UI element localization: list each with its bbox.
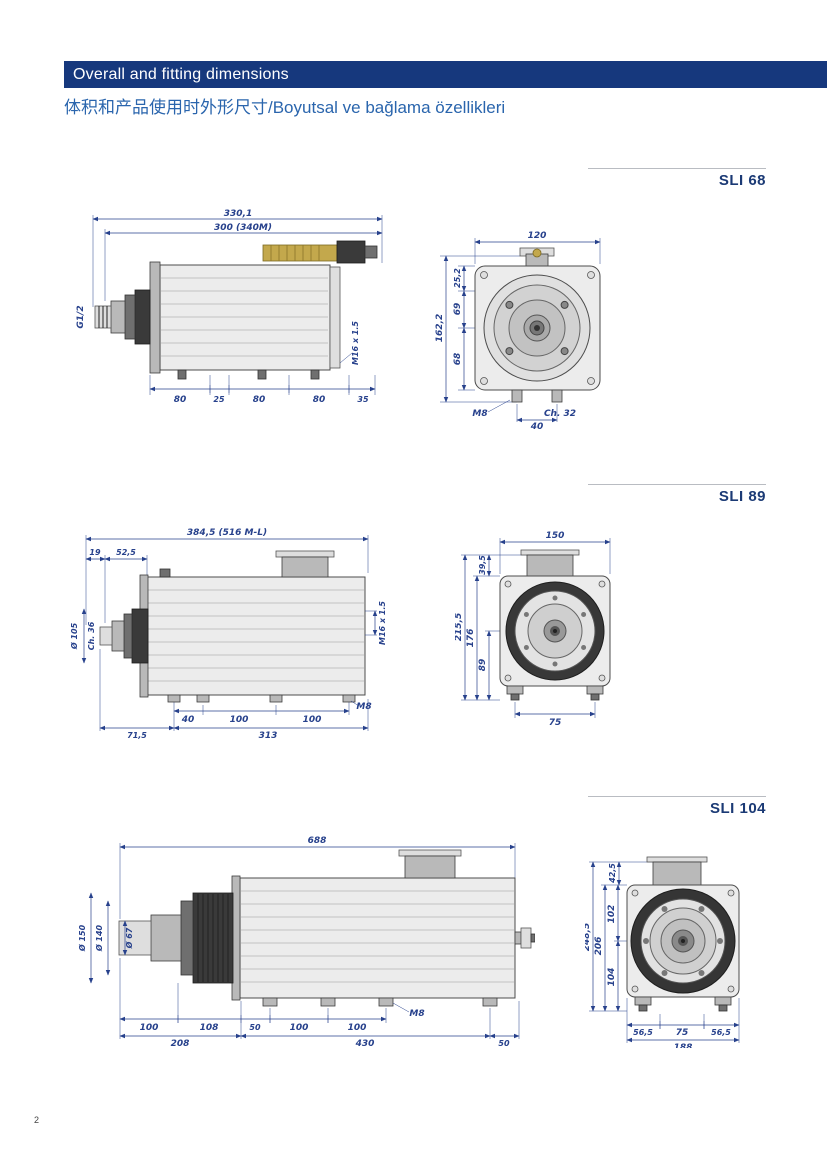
dim-height: 248,5 xyxy=(585,923,592,951)
dim-spindle-thread: G1/2 xyxy=(76,305,86,328)
spindle xyxy=(118,892,234,984)
model-name: SLI 104 xyxy=(709,800,766,817)
dim-seg3: 100 xyxy=(303,715,322,725)
dim-seg3: 50 xyxy=(249,1023,261,1032)
top-connector xyxy=(398,849,462,879)
motor-side-drawing xyxy=(118,849,535,1007)
motor-side-drawing xyxy=(99,550,366,703)
dim-body-height: 206 xyxy=(594,937,604,956)
dim-top-offset: 42,5 xyxy=(608,863,617,884)
dim-body-height: 176 xyxy=(466,629,476,648)
dim-dia1: Ø 150 xyxy=(77,924,87,952)
dim-lower: 89 xyxy=(478,659,488,672)
sli89-side-view: 384,5 (516 M-L) 19 52,5 xyxy=(69,528,387,740)
motor-front-drawing xyxy=(474,247,601,403)
model-name: SLI 68 xyxy=(718,172,766,189)
model-label-sli104: SLI 104 xyxy=(588,796,766,817)
model-label-sli68: SLI 68 xyxy=(588,168,766,189)
dim-dia3: Ø 67 xyxy=(124,927,134,949)
dim-seg2: 108 xyxy=(200,1023,219,1033)
sli104-front-view: 42,5 248,5 206 102 104 56,5 75 56,5 188 xyxy=(585,856,740,1048)
dim-body-length: 300 (340M) xyxy=(214,223,272,233)
sli104-side-view: 688 xyxy=(77,836,535,1048)
dim-seg4: 100 xyxy=(290,1023,309,1033)
dim-bolt: M8 xyxy=(356,702,371,712)
top-connector xyxy=(275,550,335,578)
motor-front-drawing xyxy=(626,856,740,1012)
page-title: Overall and fitting dimensions xyxy=(73,66,289,83)
dim-height: 162,2 xyxy=(435,314,445,342)
dim-end-offset: 50 xyxy=(498,1039,510,1048)
dim-bolt: M8 xyxy=(409,1009,424,1019)
sli89-front-view: 150 xyxy=(455,531,611,728)
dim-bolt-spacing: 40 xyxy=(530,422,544,430)
model-name: SLI 89 xyxy=(718,488,766,505)
dim-mount-length: 430 xyxy=(355,1039,375,1048)
dim-seg5: 35 xyxy=(357,395,369,404)
dim-chamfer: Ch. 32 xyxy=(544,409,576,419)
dim-seg4: 80 xyxy=(313,395,326,405)
header-bar: Overall and fitting dimensions xyxy=(64,61,827,88)
dim-front-offset: 71,5 xyxy=(127,731,147,740)
page-subtitle: 体积和产品使用时外形尺寸/Boyutsal ve bağlama özellik… xyxy=(64,98,506,117)
sli68-side-view: 330,1 300 (340M) xyxy=(76,209,383,405)
dim-foot-left: 56,5 xyxy=(633,1028,653,1037)
dim-upper: 69 xyxy=(453,303,463,316)
bottom-studs xyxy=(511,389,563,403)
dim-mount-length: 313 xyxy=(259,731,278,740)
dim-overall-length: 384,5 (516 M-L) xyxy=(187,528,267,538)
dim-foot-right: 56,5 xyxy=(711,1028,731,1037)
dim-seg2: 100 xyxy=(230,715,249,725)
motor-front-drawing xyxy=(499,549,611,701)
sli68-front-view: 120 xyxy=(435,231,601,430)
dim-seg5: 100 xyxy=(348,1023,367,1033)
dim-seg1: 100 xyxy=(140,1023,159,1033)
dim-seg3: 80 xyxy=(253,395,266,405)
dim-height: 215,5 xyxy=(455,613,464,641)
dim-bolt: M8 xyxy=(472,409,487,419)
dim-lower: 104 xyxy=(607,968,617,987)
mount-feet xyxy=(262,997,498,1007)
dim-seg2: 25 xyxy=(213,395,225,404)
right-fitting xyxy=(514,927,535,949)
dim-spindle-dia: Ø 105 xyxy=(69,622,79,650)
motor-side-drawing xyxy=(94,240,378,380)
dim-mount-thread: M16 x 1.5 xyxy=(351,321,360,365)
top-connector xyxy=(262,240,378,264)
dim-offset1: 19 xyxy=(89,548,101,557)
dim-upper: 102 xyxy=(607,905,617,924)
mount-feet xyxy=(167,694,356,703)
dim-seg1: 80 xyxy=(174,395,187,405)
model-label-sli89: SLI 89 xyxy=(588,484,766,505)
dim-mount-thread: M16 x 1.5 xyxy=(378,601,387,645)
spindle xyxy=(99,608,149,664)
dim-foot-center: 75 xyxy=(676,1028,689,1038)
page-number: 2 xyxy=(34,1115,40,1125)
dim-seg1: 40 xyxy=(181,715,195,725)
dim-overall-length: 330,1 xyxy=(224,209,252,219)
dim-overall-length: 688 xyxy=(308,836,327,846)
dim-offset2: 52,5 xyxy=(116,548,136,557)
sensor xyxy=(159,568,171,578)
dim-width: 150 xyxy=(546,531,565,541)
dim-top-offset: 25,2 xyxy=(453,268,462,288)
dim-width: 188 xyxy=(674,1043,693,1048)
dim-top-offset: 39,5 xyxy=(478,555,487,575)
mount-feet xyxy=(506,685,604,701)
spindle xyxy=(94,289,151,345)
mount-feet xyxy=(634,996,732,1012)
top-bracket xyxy=(519,247,555,267)
dim-width: 120 xyxy=(528,231,547,241)
mount-studs xyxy=(177,369,320,380)
dim-lower: 68 xyxy=(453,353,463,366)
dim-front-offset: 208 xyxy=(171,1039,190,1048)
dim-dia2: Ø 140 xyxy=(94,924,104,952)
dim-foot-spacing: 75 xyxy=(549,718,562,728)
dim-chamfer: Ch. 36 xyxy=(87,621,96,650)
